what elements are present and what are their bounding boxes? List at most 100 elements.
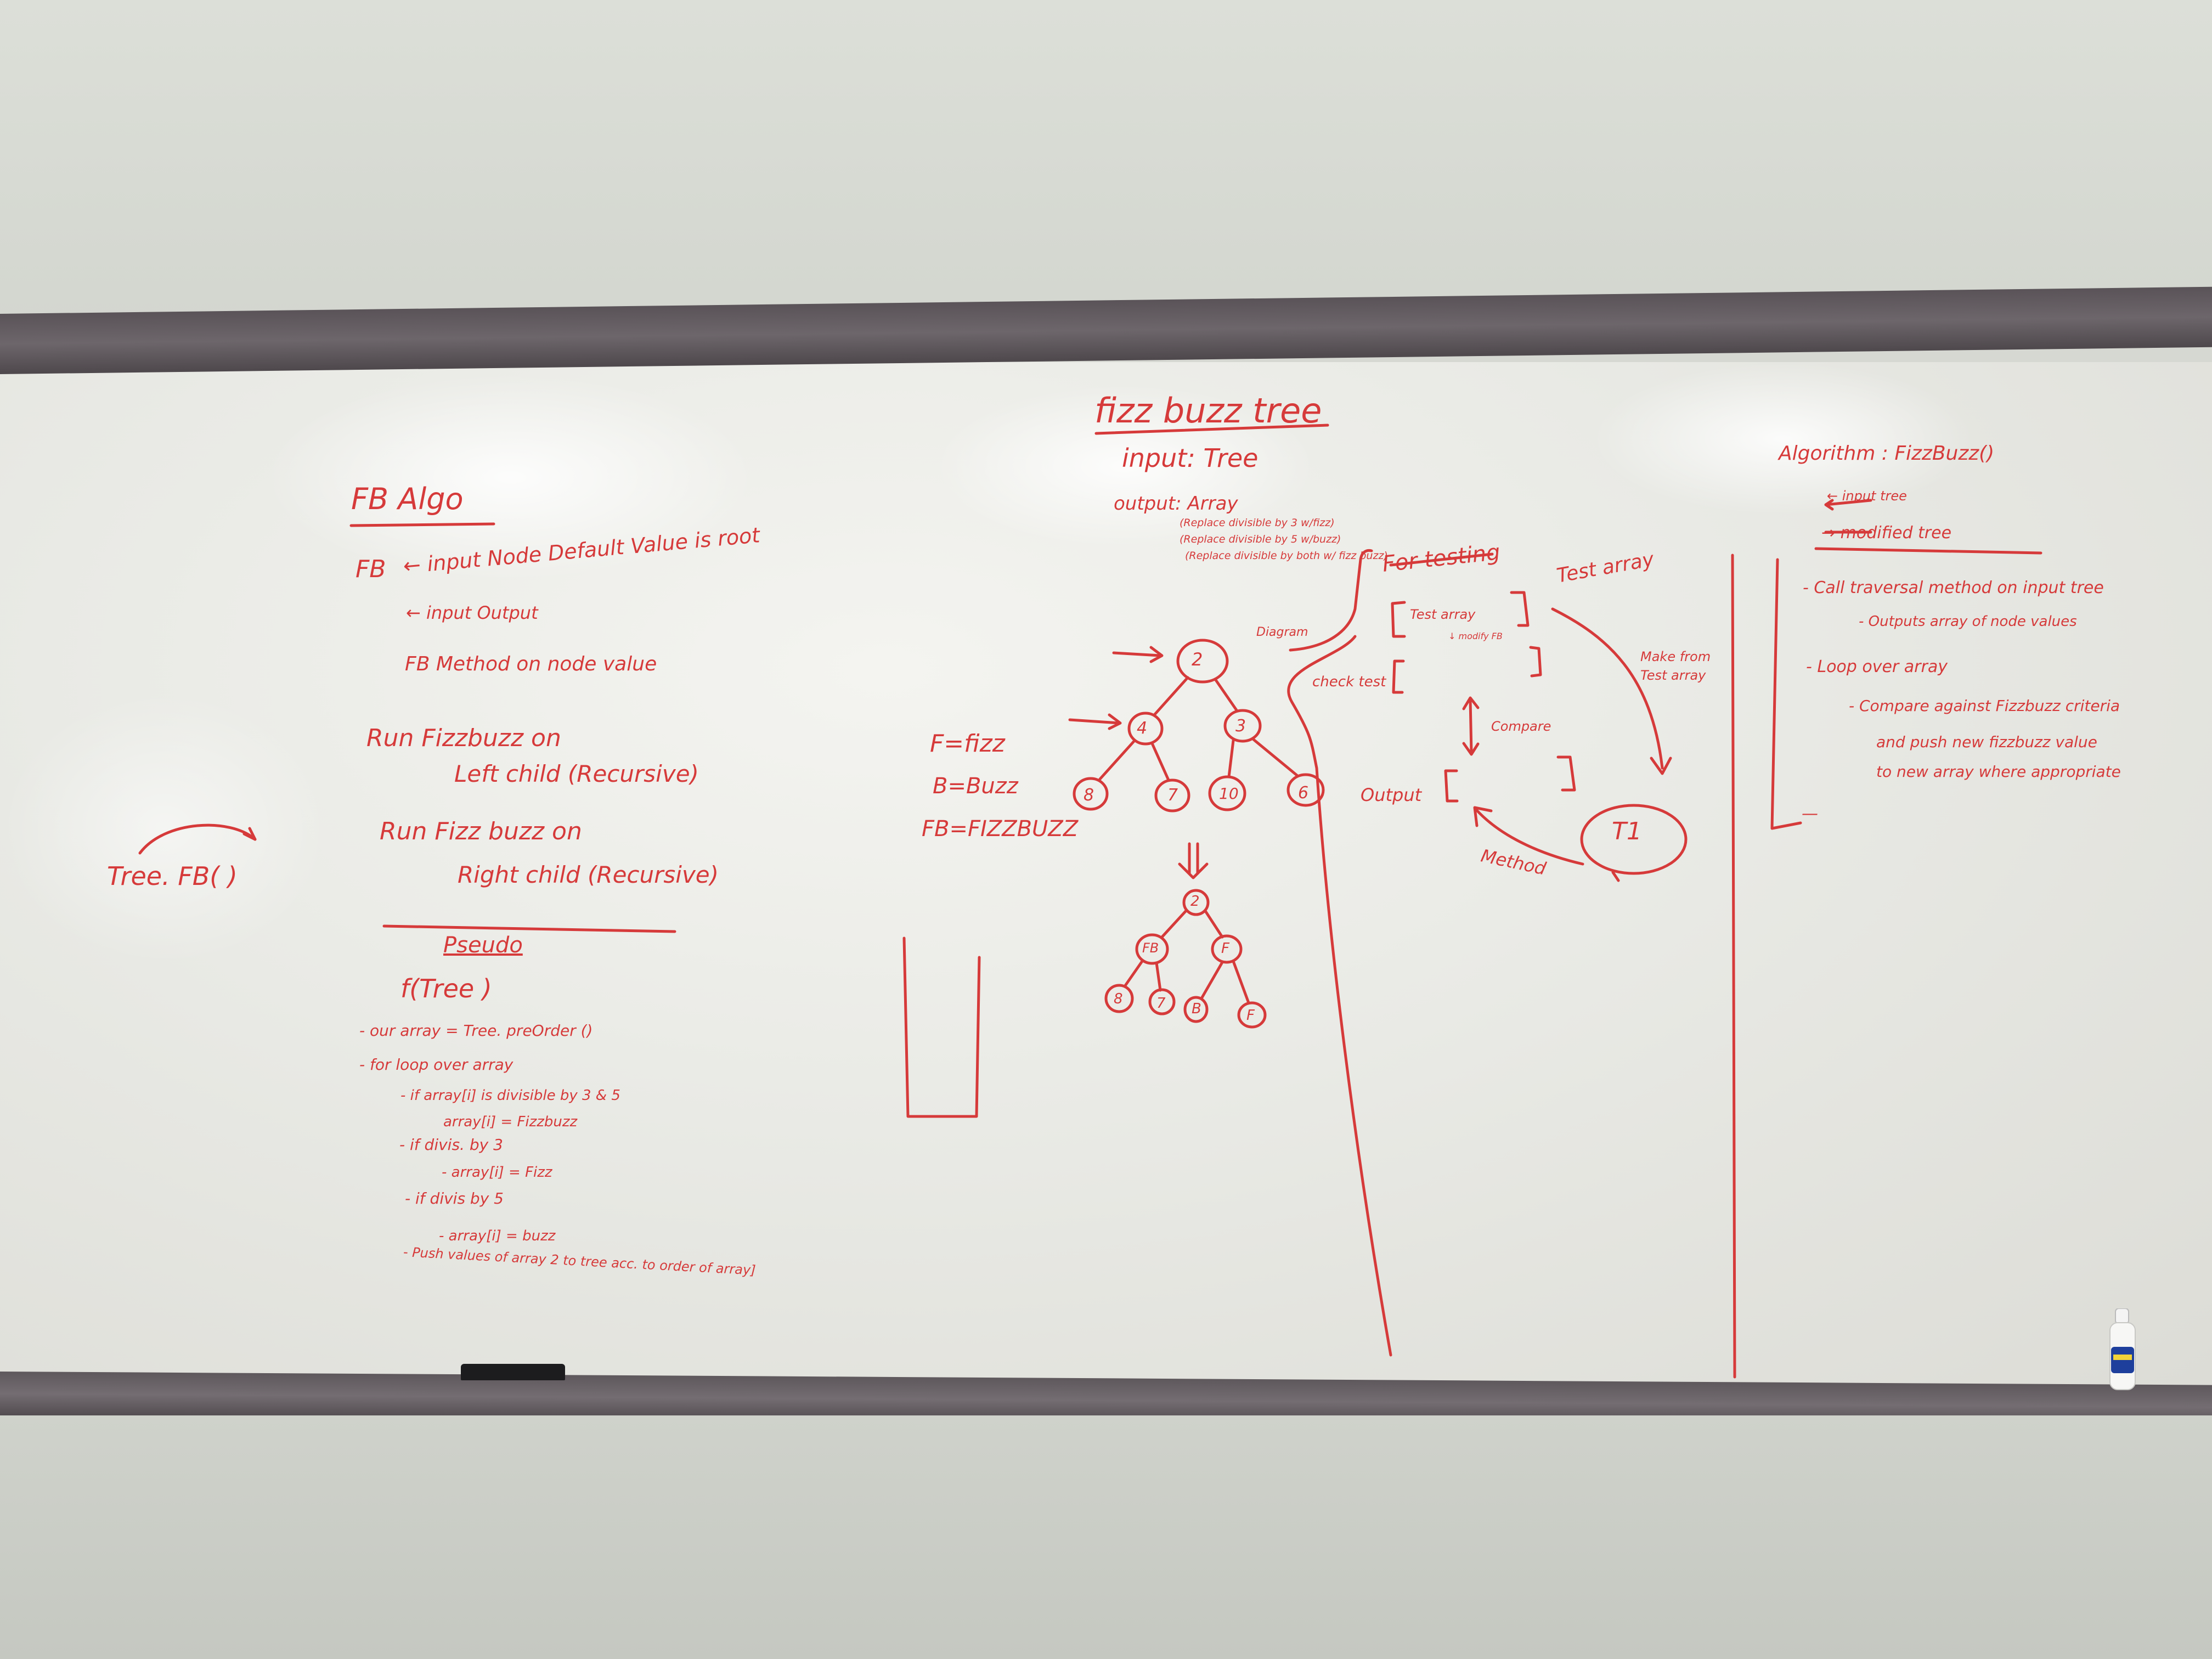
pseudo-divider — [382, 924, 676, 933]
legend-buzz: B=Buzz — [933, 774, 1018, 799]
for-testing-underline — [1389, 552, 1494, 567]
pseudo-line: - if divis by 5 — [405, 1189, 504, 1207]
glare — [1591, 362, 1975, 516]
pseudo-line: - array[i] = buzz — [439, 1228, 556, 1244]
tree-fb-call: Tree. FB( ) — [107, 861, 238, 891]
tree-fb-arrow — [138, 823, 257, 855]
spray-bottle-icon — [2109, 1308, 2136, 1390]
tree-node-circle — [1182, 889, 1210, 916]
diagram-label: Diagram — [1256, 625, 1308, 639]
title-underline — [1094, 424, 1329, 435]
wall-top — [0, 0, 2212, 329]
tree-node: 10 — [1219, 785, 1239, 803]
testing-divider — [1289, 549, 1373, 652]
eraser-icon — [461, 1364, 565, 1380]
tree-node-circle — [1176, 639, 1229, 684]
right-divider — [1731, 554, 1736, 1379]
pseudo-signature: f(Tree ) — [400, 974, 492, 1003]
section-divider — [1287, 635, 1392, 1357]
tree-node: B — [1192, 1001, 1201, 1017]
make-from-label: Make from Test array — [1640, 649, 1711, 683]
stack-sketch — [902, 936, 981, 1118]
tree-node-circle — [1127, 712, 1164, 746]
output-note: (Replace divisible by 5 w/buzz) — [1180, 533, 1341, 545]
output-array-label: Output — [1361, 785, 1422, 805]
left-line: Left child (Recursive) — [454, 760, 699, 787]
pseudo-line: - if divis. by 3 — [399, 1136, 503, 1154]
board-title: fizz buzz tree — [1094, 391, 1322, 431]
glare — [263, 373, 757, 582]
right-line: and push new fizzbuzz value — [1876, 733, 2097, 751]
right-line: - Outputs array of node values — [1859, 613, 2077, 630]
tree-node-circle — [1286, 773, 1325, 807]
tree-node: 2 — [1192, 649, 1203, 670]
right-line: - Call traversal method on input tree — [1803, 578, 2104, 597]
tree-node: 7 — [1156, 995, 1166, 1012]
tree-node: F — [1221, 940, 1229, 957]
fb-label: FB — [356, 555, 386, 583]
pseudo-line: - if array[i] is divisible by 3 & 5 — [400, 1087, 620, 1104]
tree-node: 8 — [1084, 786, 1094, 805]
child-arrow — [1068, 718, 1121, 725]
root-arrow — [1112, 651, 1162, 657]
tree-node-circle — [1211, 934, 1243, 964]
output-label: output: Array — [1114, 493, 1238, 515]
test-array-bracket-left — [1391, 601, 1406, 638]
glare — [0, 691, 329, 966]
t1-label: T1 — [1612, 817, 1642, 845]
left-line: Right child (Recursive) — [458, 861, 719, 888]
tree-node-circle — [1223, 709, 1262, 743]
legend-fizzbuzz: FB=FIZZBUZZ — [922, 816, 1079, 842]
output-bracket-left — [1444, 769, 1459, 803]
tree-node-circle — [1237, 1001, 1267, 1029]
left-line: Run Fizzbuzz on — [366, 724, 561, 752]
tree-node-circle — [1208, 775, 1246, 811]
glare — [933, 384, 1317, 549]
right-bracket — [1770, 558, 1802, 830]
left-line: ← input Output — [406, 602, 538, 623]
tree-node-circle — [1104, 984, 1134, 1013]
test-array-box-text: Test array — [1410, 607, 1476, 622]
tree-node: 2 — [1190, 893, 1200, 910]
wall-bottom — [0, 1415, 2212, 1659]
check-bracket-left — [1392, 659, 1405, 694]
method-arrow — [1474, 808, 1584, 866]
pseudo-heading: Pseudo — [443, 933, 523, 958]
pseudo-line: - for loop over array — [359, 1056, 514, 1074]
right-line: - Compare against Fizzbuzz criteria — [1849, 697, 2120, 715]
test-array-note: ↓ modify FB — [1448, 631, 1503, 641]
tree-node: FB — [1142, 940, 1159, 956]
output-note: (Replace divisible by both w/ fizz buzz) — [1185, 550, 1388, 562]
left-line: Run Fizz buzz on — [380, 817, 582, 845]
test-array-bracket-right — [1510, 591, 1530, 627]
tree-node-circle — [1135, 933, 1169, 965]
output-note: (Replace divisible by 3 w/fizz) — [1180, 517, 1335, 529]
tree-node-circle — [1183, 996, 1209, 1023]
t1-circle — [1580, 804, 1688, 875]
tree-node: 7 — [1167, 786, 1178, 805]
algorithm-heading: Algorithm : FizzBuzz() — [1779, 442, 1995, 465]
right-line: to new array where appropriate — [1876, 763, 2121, 781]
input-label: input: Tree — [1122, 443, 1259, 473]
tree-node-circle — [1154, 778, 1190, 812]
tree-node: 3 — [1235, 716, 1246, 736]
output-bracket-right — [1556, 755, 1576, 792]
right-line: — — [1802, 804, 1818, 823]
tree-node: 6 — [1298, 783, 1309, 803]
tree-node: F — [1246, 1007, 1255, 1024]
left-line: FB Method on node value — [405, 653, 657, 675]
tree-node-circle — [1148, 988, 1176, 1015]
compare-arrow — [1469, 698, 1473, 754]
pseudo-line: - array[i] = Fizz — [442, 1164, 552, 1181]
tree-node: 8 — [1114, 991, 1123, 1007]
right-header-underline — [1814, 547, 2042, 555]
check-test-label: check test — [1312, 674, 1386, 690]
fb-algo-underline — [349, 522, 495, 527]
pseudo-line: array[i] = Fizzbuzz — [443, 1114, 578, 1130]
legend-fizz: F=fizz — [930, 730, 1005, 758]
pseudo-line: - our array = Tree. preOrder () — [359, 1022, 593, 1040]
fb-algo-heading: FB Algo — [351, 482, 464, 516]
compare-label: Compare — [1491, 719, 1551, 734]
